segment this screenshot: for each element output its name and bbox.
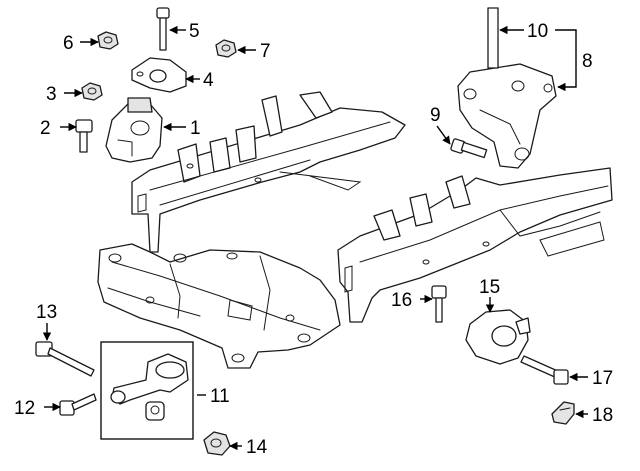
- nut-7: [215, 39, 237, 58]
- callout-12: 12: [14, 398, 35, 419]
- bolt-2: [75, 119, 93, 153]
- transmission-mount: [465, 309, 531, 365]
- nut-14: [203, 431, 231, 456]
- clip-18: [551, 401, 575, 425]
- right-frame-rail: [337, 167, 613, 323]
- bolt-13: [35, 341, 95, 377]
- bolt-9: [450, 138, 488, 159]
- callout-16: 16: [391, 290, 412, 311]
- callout-4: 4: [203, 70, 214, 91]
- subframe-crossmember: [97, 243, 341, 369]
- callout-2: 2: [40, 118, 51, 139]
- leader-lines: [42, 25, 588, 451]
- bolt-12: [59, 393, 97, 416]
- callout-10: 10: [527, 21, 548, 42]
- callout-1: 1: [190, 118, 201, 139]
- callout-7: 7: [260, 41, 271, 62]
- transmission-bracket: [457, 63, 557, 169]
- bolt-17: [520, 355, 569, 385]
- callout-6: 6: [63, 33, 74, 54]
- torque-rod-kit: [100, 341, 194, 440]
- nut-3: [81, 82, 103, 101]
- callout-14: 14: [246, 437, 268, 458]
- callout-8: 8: [582, 51, 593, 72]
- callout-5: 5: [189, 21, 200, 42]
- mount-bracket: [131, 57, 187, 93]
- callout-17: 17: [592, 368, 613, 389]
- callout-18: 18: [592, 405, 613, 426]
- callout-11: 11: [210, 386, 230, 407]
- callout-15: 15: [479, 277, 500, 298]
- bolt-16: [431, 285, 447, 323]
- left-frame-rail: [131, 91, 406, 253]
- bolt-5: [156, 7, 170, 51]
- callout-labels: 1 2 3 4 5 6 7 8 9 10 11 12 13 14 15 16 1…: [14, 21, 613, 458]
- stud-10: [487, 7, 499, 69]
- engine-mount: [105, 97, 163, 163]
- callout-3: 3: [46, 84, 57, 105]
- nut-6: [97, 31, 119, 50]
- callout-9: 9: [430, 105, 441, 126]
- callout-13: 13: [36, 302, 57, 323]
